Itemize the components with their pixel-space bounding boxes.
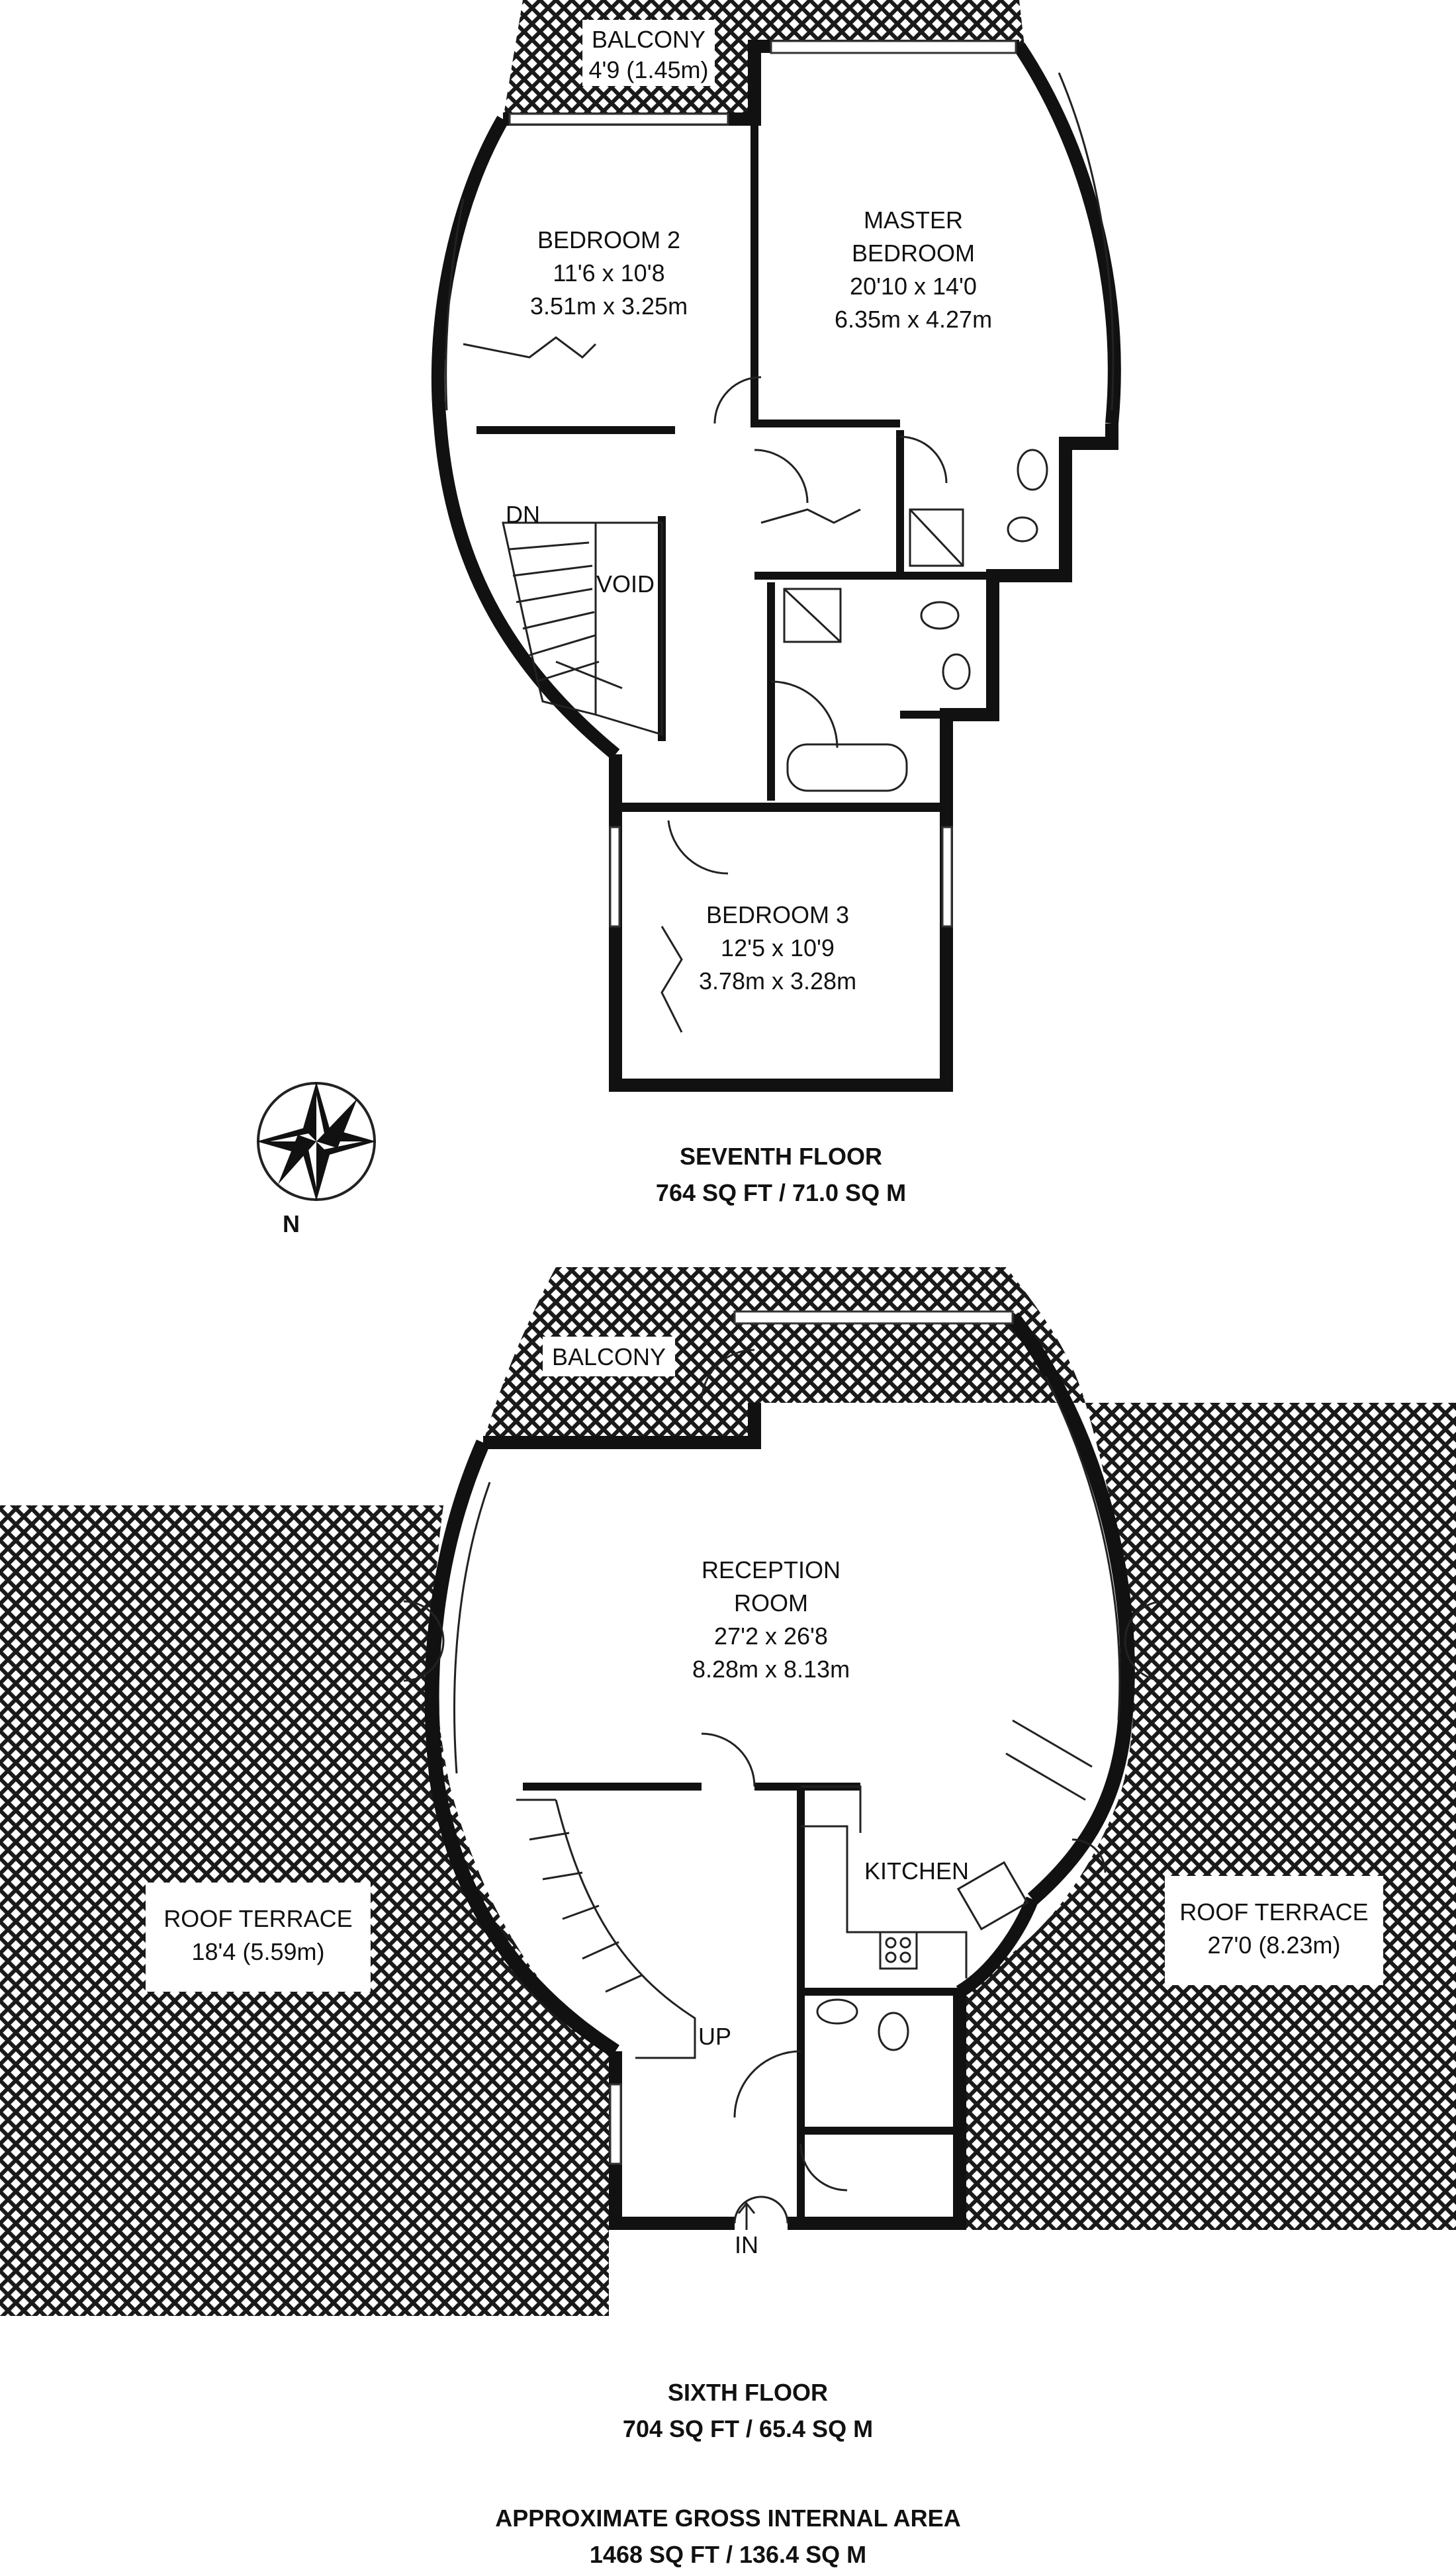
master-bedroom-imperial: 20'10 x 14'0 [850,273,977,300]
compass-north-label: N [283,1210,300,1237]
sixth-floor-stairs [516,1799,696,2059]
seventh-floor-stairs [502,521,663,736]
master-bedroom-name-1: MASTER [864,206,963,234]
sixth-floor-fixtures [816,1998,909,2051]
balcony-label-upper: BALCONY 4'9 (1.45m) [582,20,715,86]
reception-room-imperial: 27'2 x 26'8 [714,1622,828,1650]
seventh-floor-windows [445,40,1115,928]
balcony-upper-name: BALCONY [592,26,705,53]
void-label: VOID [596,570,655,598]
kitchen-name: KITCHEN [864,1857,969,1885]
roof-terrace-left-size: 18'4 (5.59m) [192,1938,325,1965]
bedroom-3-imperial: 12'5 x 10'9 [721,934,835,961]
entrance-label: IN [735,2231,758,2258]
bedroom-2-imperial: 11'6 x 10'8 [553,259,664,287]
bedroom-2-name: BEDROOM 2 [537,226,680,253]
total-area-value: 1468 SQ FT / 136.4 SQ M [590,2541,866,2568]
seventh-floor-plan: BALCONY 4'9 (1.45m) BEDROOM 2 11'6 x 10'… [431,0,1121,1206]
balcony-upper-size: 4'9 (1.45m) [589,56,709,83]
master-bedroom-name-2: BEDROOM [852,240,975,267]
balcony-label-lower: BALCONY [543,1337,675,1376]
seventh-floor-walls [431,40,1121,1092]
roof-terrace-left-label: ROOF TERRACE 18'4 (5.59m) [146,1883,371,1992]
roof-terrace-right-label: ROOF TERRACE 27'0 (8.23m) [1165,1876,1383,1985]
seventh-floor-area: 764 SQ FT / 71.0 SQ M [656,1179,906,1206]
roof-terrace-left-name: ROOF TERRACE [163,1905,352,1932]
balcony-lower-name: BALCONY [552,1343,666,1370]
seventh-floor-doors [463,336,948,1033]
sixth-floor-area: 704 SQ FT / 65.4 SQ M [623,2415,873,2442]
sixth-floor-windows [453,1310,1121,2165]
reception-room-name-1: RECEPTION [702,1556,841,1583]
stairs-down-label: DN [506,501,540,528]
entrance-arrow-icon [737,2201,756,2230]
sixth-floor-plan: BALCONY RECEPTION ROOM 27'2 x 26'8 8.28m… [0,1267,1456,2442]
bedroom-2-label: BEDROOM 2 11'6 x 10'8 3.51m x 3.25m [530,226,688,320]
roof-terrace-right-size: 27'0 (8.23m) [1208,1932,1341,1959]
sixth-floor-doors [403,1349,1165,2224]
master-bedroom-metric: 6.35m x 4.27m [835,306,992,333]
stairs-up-label: UP [698,2023,731,2050]
total-area-title: APPROXIMATE GROSS INTERNAL AREA [495,2505,960,2532]
bedroom-3-label: BEDROOM 3 12'5 x 10'9 3.78m x 3.28m [699,901,856,995]
total-area: APPROXIMATE GROSS INTERNAL AREA 1468 SQ … [495,2505,960,2568]
reception-room-label: RECEPTION ROOM 27'2 x 26'8 8.28m x 8.13m [692,1556,850,1683]
balcony-hatch-upper [503,0,1024,119]
reception-room-name-2: ROOM [734,1589,808,1617]
compass: N [257,1082,376,1237]
bedroom-3-metric: 3.78m x 3.28m [699,967,856,995]
bedroom-2-metric: 3.51m x 3.25m [530,292,688,320]
master-bedroom-label: MASTER BEDROOM 20'10 x 14'0 6.35m x 4.27… [835,206,992,333]
kitchen-counter [801,1719,1093,1978]
roof-terrace-right-name: ROOF TERRACE [1179,1898,1368,1926]
seventh-floor-fixtures [783,449,1048,792]
sixth-floor-title: SIXTH FLOOR [668,2379,828,2406]
reception-room-metric: 8.28m x 8.13m [692,1656,850,1683]
bedroom-3-name: BEDROOM 3 [706,901,849,928]
seventh-floor-title: SEVENTH FLOOR [680,1143,882,1170]
roof-terrace-right-hatch [960,1403,1456,2230]
